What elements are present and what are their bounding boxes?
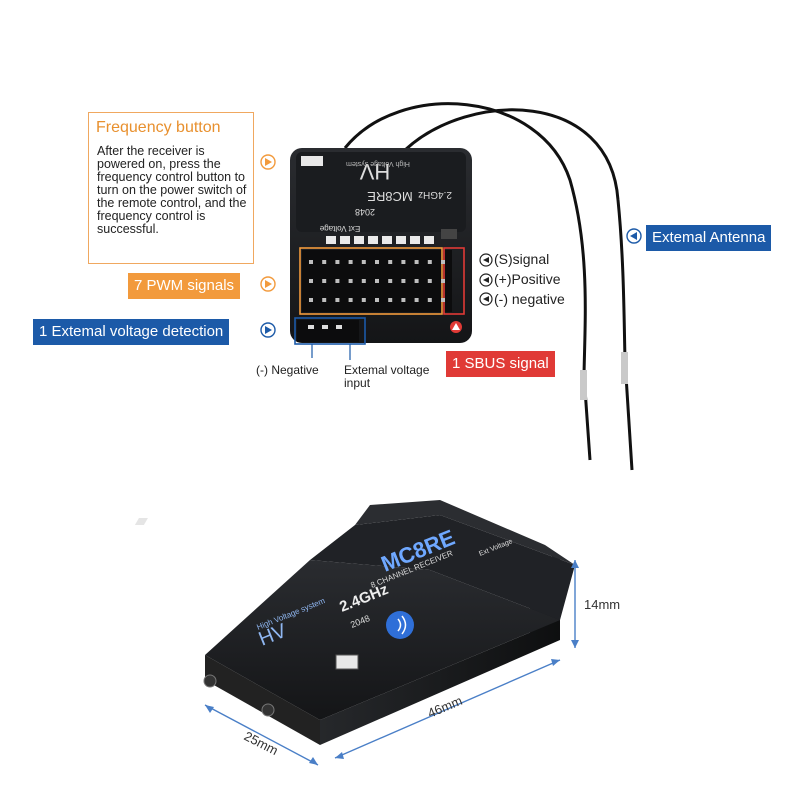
- top-ext-voltage-text: Ext Voltage: [319, 224, 360, 233]
- external-antenna-tag: Extemal Antenna: [646, 225, 772, 251]
- antenna-stub-1: [203, 674, 217, 688]
- pin-signal-label: (S)signal: [494, 251, 550, 267]
- frequency-button-callout: Frequency button After the receiver is p…: [88, 112, 254, 264]
- top-brand-mark: HV: [359, 159, 390, 184]
- header-pin: [414, 279, 419, 283]
- dimension-height: 14mm: [584, 597, 620, 612]
- negative-label: (-) Negative: [256, 363, 319, 377]
- pin-negative-label: (-) negative: [494, 291, 565, 307]
- header-pin: [427, 279, 432, 283]
- header-pin: [414, 260, 419, 264]
- header-pin: [388, 298, 393, 302]
- header-pin: [441, 279, 445, 283]
- header-pin: [361, 260, 366, 264]
- header-pin: [401, 298, 406, 302]
- header-pin: [348, 260, 353, 264]
- header-pin: [348, 298, 353, 302]
- top-band-text: 2.4GHz: [418, 189, 452, 200]
- header-pin: [388, 260, 393, 264]
- header-pin: [309, 260, 313, 264]
- header-pin: [361, 298, 366, 302]
- top-model-text: MC8RE: [367, 189, 413, 204]
- header-pin: [322, 279, 327, 283]
- header-pin: [322, 298, 327, 302]
- frequency-button: [301, 156, 323, 166]
- header-pin: [427, 298, 432, 302]
- header-pin: [309, 279, 313, 283]
- receiver-top-view: [290, 102, 634, 471]
- header-pin: [427, 260, 432, 264]
- header-pin: [375, 260, 379, 264]
- ext-voltage-detection-tag: 1 Extemal voltage detection: [33, 319, 230, 345]
- back-arrow-icon: [479, 228, 642, 306]
- header-pin: [375, 279, 379, 283]
- antenna-wire-left: [343, 102, 592, 461]
- dimension-width: 25mm: [242, 728, 281, 758]
- antenna-wire-right: [403, 108, 634, 471]
- header-pin: [361, 279, 366, 283]
- header-pin: [335, 298, 340, 302]
- frequency-button-description: After the receiver is powered on, press …: [97, 144, 247, 236]
- header-pin: [309, 298, 313, 302]
- header-pin: [375, 298, 379, 302]
- antenna-stub-2: [261, 703, 275, 717]
- header-pin: [401, 279, 406, 283]
- pwm-signals-tag: 7 PWM signals: [128, 273, 241, 299]
- top-subtitle-text: High Voltage system: [346, 160, 410, 167]
- header-pin: [441, 298, 445, 302]
- header-pin: [441, 260, 445, 264]
- header-pin: [335, 279, 340, 283]
- sbus-signal-tag: 1 SBUS signal: [446, 351, 555, 377]
- dimension-length: 46mm: [425, 693, 464, 721]
- ext-voltage-port: [297, 320, 359, 342]
- play-arrow-icon: [260, 154, 276, 338]
- header-pin: [322, 260, 327, 264]
- ext-voltage-input-label: Extemal voltage input: [344, 363, 430, 390]
- pin-positive-label: (+)Positive: [494, 271, 561, 287]
- header-pin: [401, 260, 406, 264]
- frequency-button-title: Frequency button: [96, 119, 221, 136]
- receiver-3d-view: [134, 500, 579, 766]
- top-resolution-text: 2048: [355, 207, 375, 217]
- header-pin: [348, 279, 353, 283]
- header-pin: [388, 279, 393, 283]
- header-pin: [414, 298, 419, 302]
- header-pin: [335, 260, 340, 264]
